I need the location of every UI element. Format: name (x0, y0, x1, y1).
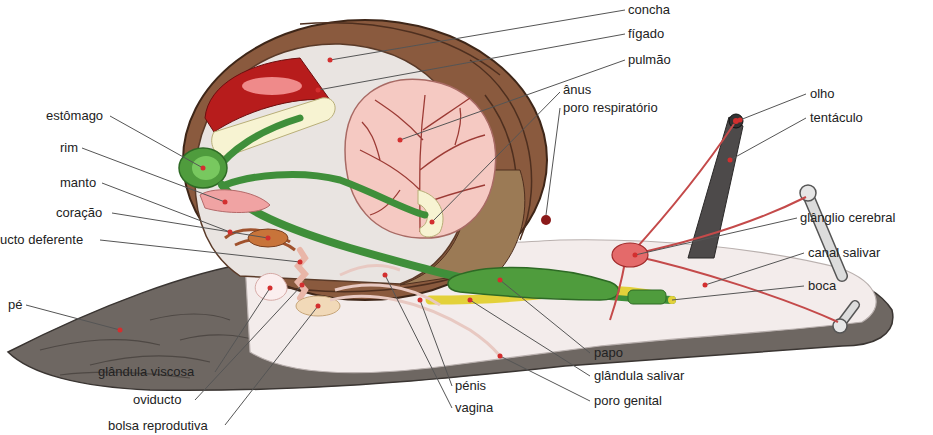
crop (448, 267, 619, 300)
leader-dots (118, 58, 743, 359)
tentacle (808, 195, 842, 276)
tentacle (808, 195, 842, 276)
leader-dot (118, 328, 123, 333)
foot-texture (40, 314, 260, 378)
leader-line (546, 108, 560, 215)
leader-dot (298, 260, 303, 265)
leader-line (318, 34, 625, 90)
leader-dot (328, 58, 333, 63)
part-label: rim (60, 140, 78, 155)
leader-dot (223, 200, 228, 205)
respiratory-pore (541, 215, 551, 225)
part-label: papo (594, 345, 623, 360)
leader-line (635, 218, 797, 255)
leader-line (420, 300, 452, 386)
part-label: estômago (46, 108, 103, 123)
albumen-gland (255, 273, 287, 300)
leader-line (740, 94, 806, 120)
leader-line (470, 300, 590, 376)
leader-dot (498, 354, 503, 359)
leader-line (500, 280, 590, 353)
leader-dot (468, 298, 473, 303)
leader-line (385, 275, 452, 408)
leader-dot (300, 283, 305, 288)
leader-dot (316, 88, 321, 93)
leader-line (215, 288, 270, 372)
leader-dot (498, 278, 503, 283)
part-label: fígado (628, 26, 664, 41)
leader-line (705, 253, 804, 285)
cerebral-ganglion (612, 243, 648, 267)
leader-dot (228, 230, 233, 235)
leader-line (110, 116, 203, 168)
gut (222, 185, 672, 300)
leader-line (26, 305, 120, 330)
pharynx (628, 290, 666, 304)
leader-dot (316, 304, 321, 309)
part-label: pénis (455, 378, 486, 393)
leader-dot (383, 273, 388, 278)
leader-line (102, 183, 230, 232)
eye (729, 114, 743, 128)
leader-line (672, 286, 804, 300)
part-label: bolsa reprodutiva (108, 418, 208, 433)
part-label: tentáculo (810, 110, 863, 125)
part-label: ânus (563, 82, 591, 97)
part-label: canal salivar (808, 245, 880, 260)
liver-lobe (242, 77, 302, 95)
part-label: poro respiratório (563, 100, 658, 115)
leader-dot (728, 158, 733, 163)
leader-lines (26, 10, 806, 425)
part-label: glândula salivar (594, 368, 684, 383)
part-label: concha (628, 2, 670, 17)
reproductive-duct (298, 250, 305, 298)
part-label: coração (56, 205, 102, 220)
genital-ducts (330, 265, 500, 356)
part-label: pé (8, 297, 22, 312)
leader-dot (738, 118, 743, 123)
part-label: glânglio cerebral (800, 210, 895, 225)
leader-dot (268, 286, 273, 291)
stomach-inner (192, 156, 220, 180)
part-label: vagina (455, 400, 493, 415)
part-label: glândula viscosa (98, 364, 194, 379)
leader-dot (430, 220, 435, 225)
leader-line (82, 148, 225, 202)
leader-dot (201, 166, 206, 171)
leader-dot (703, 283, 708, 288)
leader-line (100, 240, 300, 262)
leader-dot (266, 236, 271, 241)
leader-line (112, 213, 268, 238)
part-label: pulmão (628, 52, 671, 67)
kidney (200, 190, 270, 213)
leader-line (730, 118, 806, 160)
heart (248, 229, 288, 247)
leader-line (500, 356, 590, 401)
leader-dot (398, 138, 403, 143)
leader-dot (633, 253, 638, 258)
part-label: boca (808, 278, 836, 293)
leader-line (432, 92, 560, 222)
part-label: ucto deferente (0, 232, 83, 247)
leader-line (225, 306, 318, 425)
leader-line (330, 10, 625, 60)
leader-dot (418, 298, 423, 303)
part-label: poro genital (594, 393, 662, 408)
part-label: olho (810, 86, 835, 101)
part-label: manto (60, 175, 96, 190)
leader-line (195, 285, 302, 400)
part-label: oviducto (133, 392, 181, 407)
